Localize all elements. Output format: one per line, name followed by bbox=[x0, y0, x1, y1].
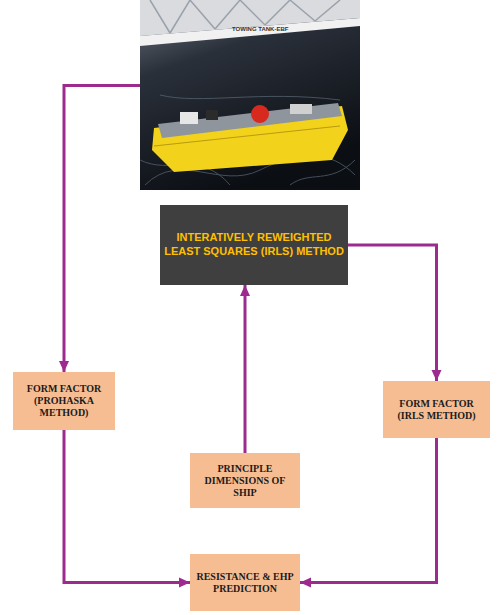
box-label: PRINCIPLE DIMENSIONS OF SHIP bbox=[195, 463, 295, 499]
box-label: FORM FACTOR (IRLS METHOD) bbox=[388, 398, 485, 422]
process-box: FORM FACTOR (PROHASKA METHOD) bbox=[13, 372, 115, 430]
towing-tank-photo: TOWING TANK-EBF bbox=[140, 0, 360, 190]
box-label: FORM FACTOR (PROHASKA METHOD) bbox=[18, 383, 110, 419]
input-box: PRINCIPLE DIMENSIONS OF SHIP bbox=[190, 453, 300, 508]
box-label: RESISTANCE & EHP PREDICTION bbox=[195, 571, 295, 595]
flow-arrow bbox=[64, 86, 140, 373]
result-box: RESISTANCE & EHP PREDICTION bbox=[190, 554, 300, 611]
carriage-sign: TOWING TANK-EBF bbox=[232, 26, 288, 32]
flow-arrow bbox=[300, 438, 437, 583]
process-box: FORM FACTOR (IRLS METHOD) bbox=[383, 381, 490, 438]
flow-arrow bbox=[64, 430, 190, 583]
method-box: INTERATIVELY REWEIGHTED LEAST SQUARES (I… bbox=[160, 205, 348, 285]
box-label: INTERATIVELY REWEIGHTED LEAST SQUARES (I… bbox=[164, 231, 344, 259]
flow-arrow bbox=[244, 285, 247, 453]
flow-arrow bbox=[348, 245, 437, 381]
